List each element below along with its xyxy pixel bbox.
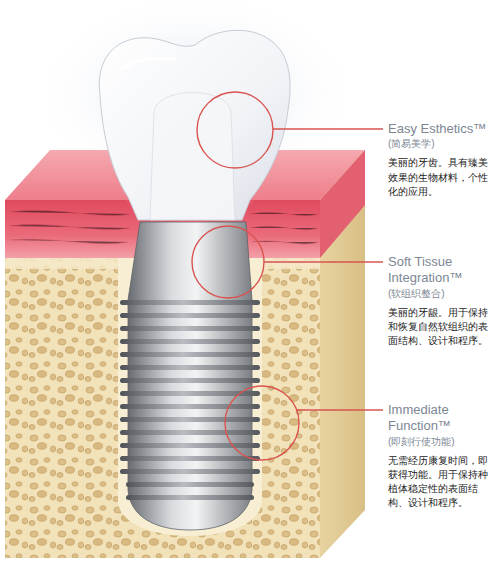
implant-thread xyxy=(126,495,254,500)
implant-thread xyxy=(120,326,260,331)
callout-heading: Easy Esthetics™ xyxy=(388,121,494,137)
implant-thread xyxy=(120,469,260,474)
implant-thread xyxy=(126,482,254,487)
implant-thread xyxy=(120,430,260,435)
implant-thread xyxy=(120,300,260,305)
callout-subtitle: (软组织整合) xyxy=(388,287,494,301)
implant-thread xyxy=(120,365,260,370)
callout-heading: Immediate Function™ xyxy=(388,402,494,435)
implant-thread xyxy=(120,456,260,461)
callout-group: Immediate Function™(即刻行使功能) 无需经历康复时间，即获得功… xyxy=(388,402,494,511)
callout-subtitle: (简易美学) xyxy=(388,137,494,151)
implant-thread xyxy=(120,404,260,409)
implant-thread xyxy=(120,443,260,448)
implant-thread xyxy=(120,352,260,357)
implant-thread xyxy=(120,313,260,318)
implant-thread xyxy=(120,339,260,344)
callout-group: Easy Esthetics™(简易美学) 美丽的牙齿。具有臻美效果的生物材料，个… xyxy=(388,121,494,199)
callout-description: 无需经历康复时间，即获得功能。用于保持种植体稳定性的表面结构、设计和程序。 xyxy=(388,454,494,511)
implant-thread xyxy=(120,378,260,383)
callout-heading: Soft Tissue Integration™ xyxy=(388,254,494,287)
callout-description: 美丽的牙龈。用于保持和恢复自然软组织的表面结构、设计和程序。 xyxy=(388,306,494,349)
implant-thread xyxy=(120,417,260,422)
callout-subtitle: (即刻行使功能) xyxy=(388,435,494,449)
callout-description: 美丽的牙齿。具有臻美效果的生物材料，个性化的应用。 xyxy=(388,156,494,199)
callout-group: Soft Tissue Integration™(软组织整合) 美丽的牙龈。用于保… xyxy=(388,254,494,348)
